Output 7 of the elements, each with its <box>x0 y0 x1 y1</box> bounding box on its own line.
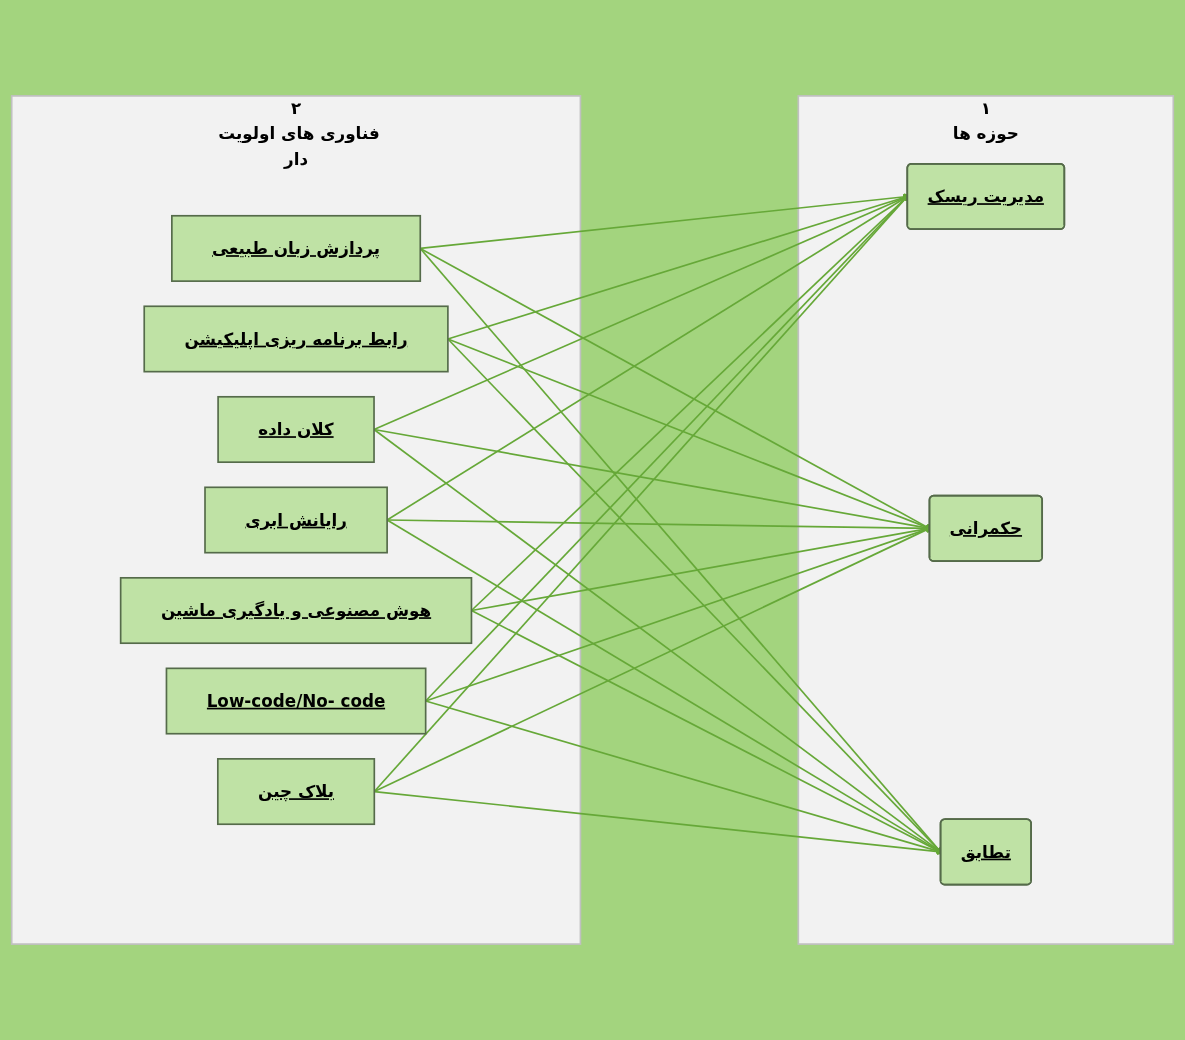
node-box: رایانش ابری <box>204 486 388 554</box>
node-box: کلان داده <box>217 395 375 463</box>
node-box: بلاک چین <box>217 758 376 826</box>
node-box: پردازش زبان طبیعی <box>171 214 422 282</box>
node-box: Low-code/No- code <box>165 667 427 735</box>
node-box: رابط برنامه ریزی اپلیکیشن <box>143 305 449 373</box>
node-box: هوش مصنوعی و یادگیری ماشین <box>119 577 473 645</box>
